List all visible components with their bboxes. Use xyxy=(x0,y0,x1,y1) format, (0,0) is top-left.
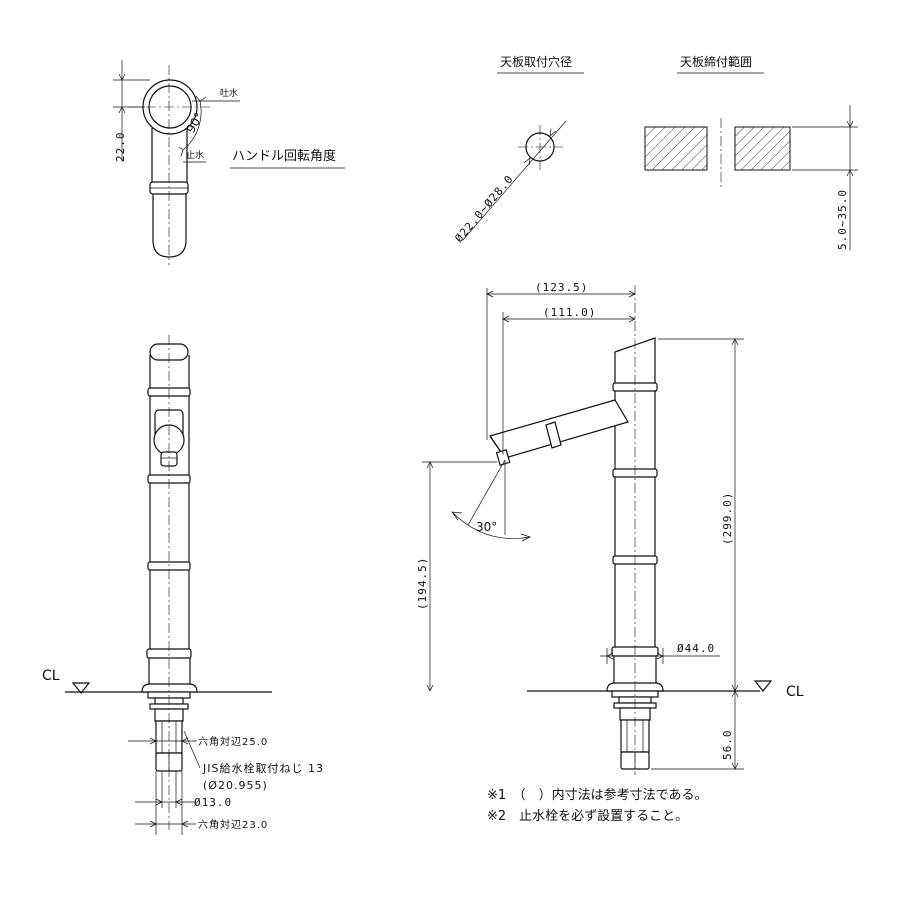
hole-dim: Ø22.0~Ø28.0 xyxy=(452,172,516,245)
side-below-counter: 56.0 xyxy=(721,730,734,761)
front-dia13: Ø13.0 xyxy=(194,796,232,809)
top-spout-label: 吐水 xyxy=(220,87,238,99)
side-reach-spout: (111.0) xyxy=(543,306,596,319)
note-1: ※1 （ ）内寸法は参考寸法である。 xyxy=(487,787,708,803)
side-diameter: Ø44.0 xyxy=(677,642,715,655)
top-height-dim: 22.0 xyxy=(114,132,127,163)
side-spout-height: (194.5) xyxy=(416,557,429,610)
front-hex-bottom: 六角対辺23.0 xyxy=(198,818,268,831)
hole-title: 天板取付穴径 xyxy=(500,54,572,69)
top-view: 90° 吐水 止水 ハンドル回転角度 22.0 xyxy=(113,60,345,265)
clamp-dim: 5.0~35.0 xyxy=(836,189,849,250)
front-hex-top: 六角対辺25.0 xyxy=(198,735,268,748)
side-total-height: (299.0) xyxy=(721,492,734,545)
front-thread: JIS給水栓取付ねじ 13 xyxy=(202,761,324,775)
side-angle: 30° xyxy=(476,520,497,534)
note-2: ※2 止水栓を必ず設置すること。 xyxy=(487,808,688,824)
front-view: CL 六角対辺25.0 xyxy=(42,335,324,835)
notes: ※1 （ ）内寸法は参考寸法である。 ※2 止水栓を必ず設置すること。 xyxy=(487,787,708,824)
clamp-detail: 天板締付範囲 5.0~35.0 xyxy=(644,54,858,250)
top-stop-label: 止水 xyxy=(186,149,204,161)
side-reach-overall: (123.5) xyxy=(535,281,588,294)
side-cl-label: CL xyxy=(786,684,804,700)
clamp-title: 天板締付範囲 xyxy=(680,54,752,69)
front-cl-label: CL xyxy=(42,668,60,684)
side-view: CL (123.5) xyxy=(416,281,804,775)
hole-detail: 天板取付穴径 Ø22.0~Ø28.0 xyxy=(452,54,584,245)
front-thread-dia: (Ø20.955) xyxy=(203,779,268,792)
top-caption: ハンドル回転角度 xyxy=(232,148,336,164)
